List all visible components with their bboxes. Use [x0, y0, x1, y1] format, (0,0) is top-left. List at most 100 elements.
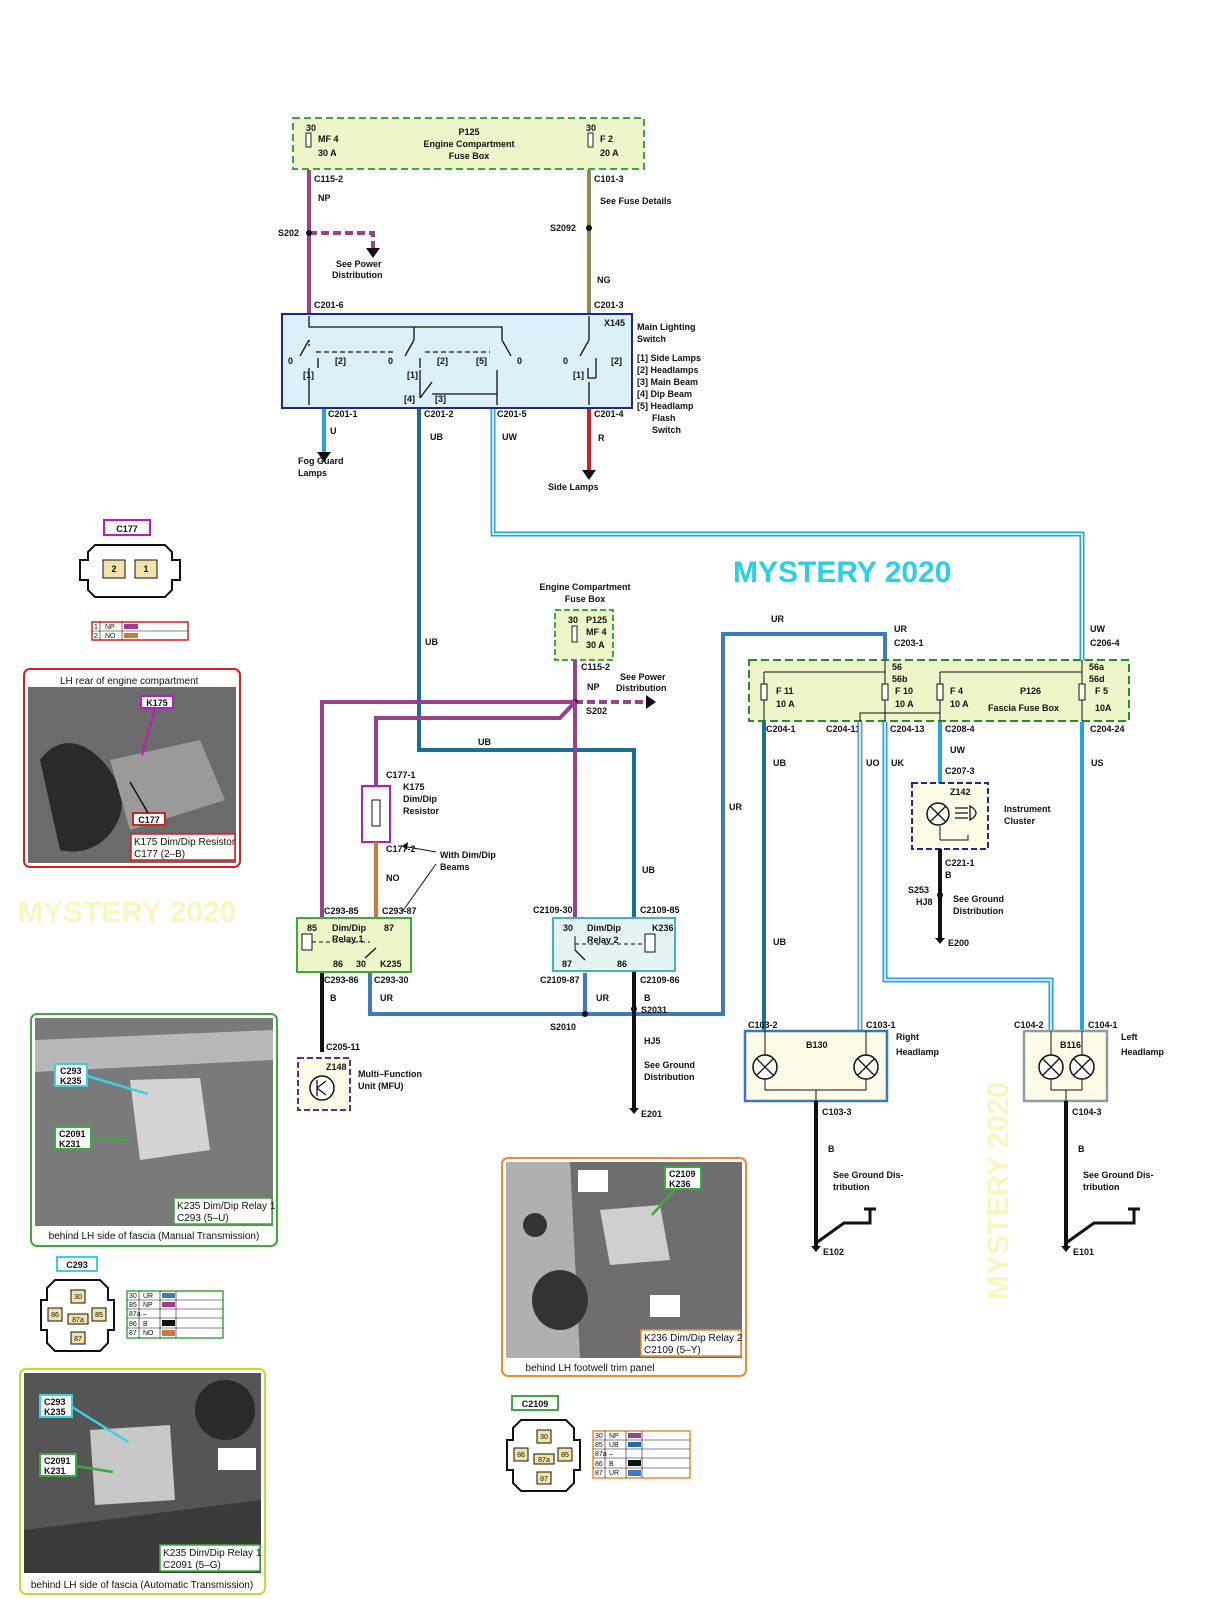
- photo-fascia-manual: C293 K235 C2091 K231 K235 Dim/Dip Relay …: [30, 1013, 278, 1247]
- svg-text:C177 (2–B): C177 (2–B): [134, 849, 185, 860]
- svg-text:[1]: [1]: [303, 370, 314, 380]
- svg-text:C201-1: C201-1: [328, 409, 358, 419]
- svg-text:C293: C293: [66, 1260, 88, 1270]
- svg-text:C293-30: C293-30: [374, 975, 409, 985]
- svg-text:C2109-85: C2109-85: [640, 905, 680, 915]
- svg-text:C2109-87: C2109-87: [540, 975, 580, 985]
- svg-text:10A: 10A: [1095, 703, 1112, 713]
- svg-text:B: B: [945, 870, 952, 880]
- svg-text:NP: NP: [105, 624, 115, 631]
- svg-text:Switch: Switch: [637, 425, 681, 435]
- svg-text:MF 4: MF 4: [318, 134, 339, 144]
- svg-text:B: B: [1078, 1144, 1085, 1154]
- svg-text:30: 30: [540, 1434, 548, 1441]
- watermark-main: MYSTERY 2020: [733, 556, 951, 589]
- svg-text:Fuse Box: Fuse Box: [449, 151, 490, 161]
- svg-text:C2109 (5–Y): C2109 (5–Y): [644, 1345, 701, 1356]
- svg-text:UW: UW: [1090, 624, 1105, 634]
- svg-text:[4]: [4]: [404, 394, 415, 404]
- svg-text:B: B: [609, 1461, 614, 1468]
- svg-text:[3] Main Beam: [3] Main Beam: [637, 377, 698, 387]
- svg-text:C201-4: C201-4: [594, 409, 624, 419]
- svg-text:Multi–Function: Multi–Function: [358, 1069, 422, 1079]
- wire-ub-main: C201-2 UB UB UB UB: [417, 409, 655, 917]
- mfu-z148: C205-11 Z148 Multi–Function Unit (MFU): [297, 1042, 422, 1111]
- svg-text:C103-1: C103-1: [866, 1020, 896, 1030]
- svg-text:B130: B130: [806, 1040, 828, 1050]
- relay-k235: C293-85 C293-87 85 Dim/Dip Relay 1 87 86…: [296, 906, 417, 985]
- svg-text:UR: UR: [596, 993, 609, 1003]
- svg-text:C204-13: C204-13: [890, 724, 925, 734]
- svg-text:Cluster: Cluster: [1004, 816, 1036, 826]
- svg-text:UR: UR: [729, 802, 742, 812]
- svg-text:85: 85: [129, 1302, 137, 1309]
- svg-text:Engine Compartment: Engine Compartment: [539, 582, 630, 592]
- svg-text:56b: 56b: [892, 674, 908, 684]
- svg-text:HJ5: HJ5: [644, 1036, 661, 1046]
- svg-text:C101-3: C101-3: [594, 174, 624, 184]
- svg-text:C2091 (5–G): C2091 (5–G): [163, 1560, 221, 1571]
- svg-text:K175: K175: [403, 782, 425, 792]
- svg-text:[2]: [2]: [335, 356, 346, 366]
- svg-text:85: 85: [561, 1452, 569, 1459]
- svg-text:Beams: Beams: [440, 862, 470, 872]
- svg-text:See Power: See Power: [620, 672, 666, 682]
- svg-text:C201-3: C201-3: [594, 300, 624, 310]
- svg-text:F 2: F 2: [600, 134, 613, 144]
- relay-k236: C2109-30 C2109-85 30 Dim/Dip Relay 2 K23…: [533, 905, 680, 985]
- svg-text:UO: UO: [866, 758, 880, 768]
- svg-text:Lamps: Lamps: [298, 468, 327, 478]
- svg-text:86: 86: [517, 1452, 525, 1459]
- svg-text:behind LH footwell trim panel: behind LH footwell trim panel: [526, 1363, 655, 1374]
- svg-text:[2]: [2]: [611, 356, 622, 366]
- svg-text:87: 87: [129, 1330, 137, 1337]
- svg-text:K231: K231: [59, 1139, 81, 1149]
- svg-text:MF 4: MF 4: [586, 627, 607, 637]
- svg-text:K236: K236: [669, 1179, 691, 1189]
- svg-text:C293-86: C293-86: [324, 975, 359, 985]
- svg-text:See Power: See Power: [336, 259, 382, 269]
- svg-text:Relay 2: Relay 2: [587, 935, 619, 945]
- svg-text:C204-11: C204-11: [826, 724, 860, 734]
- svg-text:K175: K175: [146, 698, 168, 708]
- svg-text:Headlamp: Headlamp: [1121, 1047, 1165, 1057]
- svg-text:C2109: C2109: [522, 1399, 549, 1409]
- svg-text:UB: UB: [609, 1442, 619, 1449]
- svg-text:87a: 87a: [129, 1311, 141, 1318]
- svg-text:1: 1: [94, 624, 98, 631]
- wire-uw-long: C201-5 UW: [490, 409, 1085, 660]
- watermark-faint-right: MYSTERY 2020: [982, 1082, 1015, 1300]
- svg-text:K236 Dim/Dip Relay 2: K236 Dim/Dip Relay 2: [644, 1333, 743, 1344]
- svg-text:C2109-86: C2109-86: [640, 975, 680, 985]
- svg-text:NO: NO: [143, 1330, 154, 1337]
- wire-np-distribution: [320, 700, 577, 917]
- svg-text:K236: K236: [652, 923, 674, 933]
- svg-text:Side Lamps: Side Lamps: [548, 482, 599, 492]
- svg-text:86: 86: [617, 959, 627, 969]
- svg-text:56d: 56d: [1089, 674, 1105, 684]
- svg-text:NO: NO: [386, 873, 400, 883]
- svg-text:–: –: [143, 1311, 147, 1318]
- svg-text:E102: E102: [823, 1247, 844, 1257]
- svg-text:Distribution: Distribution: [644, 1072, 695, 1082]
- svg-text:30: 30: [568, 615, 578, 625]
- svg-text:LH rear of engine compartment: LH rear of engine compartment: [60, 676, 199, 687]
- svg-text:K231: K231: [44, 1466, 66, 1476]
- svg-text:[2]: [2]: [437, 356, 448, 366]
- svg-text:C205-11: C205-11: [326, 1042, 360, 1052]
- svg-text:C201-6: C201-6: [314, 300, 344, 310]
- svg-text:Flash: Flash: [637, 413, 676, 423]
- svg-text:C2091: C2091: [44, 1456, 71, 1466]
- svg-text:C177-1: C177-1: [386, 770, 416, 780]
- svg-text:NP: NP: [318, 193, 331, 203]
- svg-text:30: 30: [129, 1293, 137, 1300]
- svg-text:See Ground: See Ground: [644, 1060, 695, 1070]
- svg-text:UR: UR: [143, 1293, 153, 1300]
- svg-text:C115-2: C115-2: [581, 662, 610, 672]
- svg-text:C204-1: C204-1: [766, 724, 796, 734]
- svg-text:S2092: S2092: [550, 223, 576, 233]
- svg-text:E200: E200: [948, 938, 969, 948]
- svg-text:C177: C177: [138, 815, 160, 825]
- svg-text:B: B: [143, 1321, 148, 1328]
